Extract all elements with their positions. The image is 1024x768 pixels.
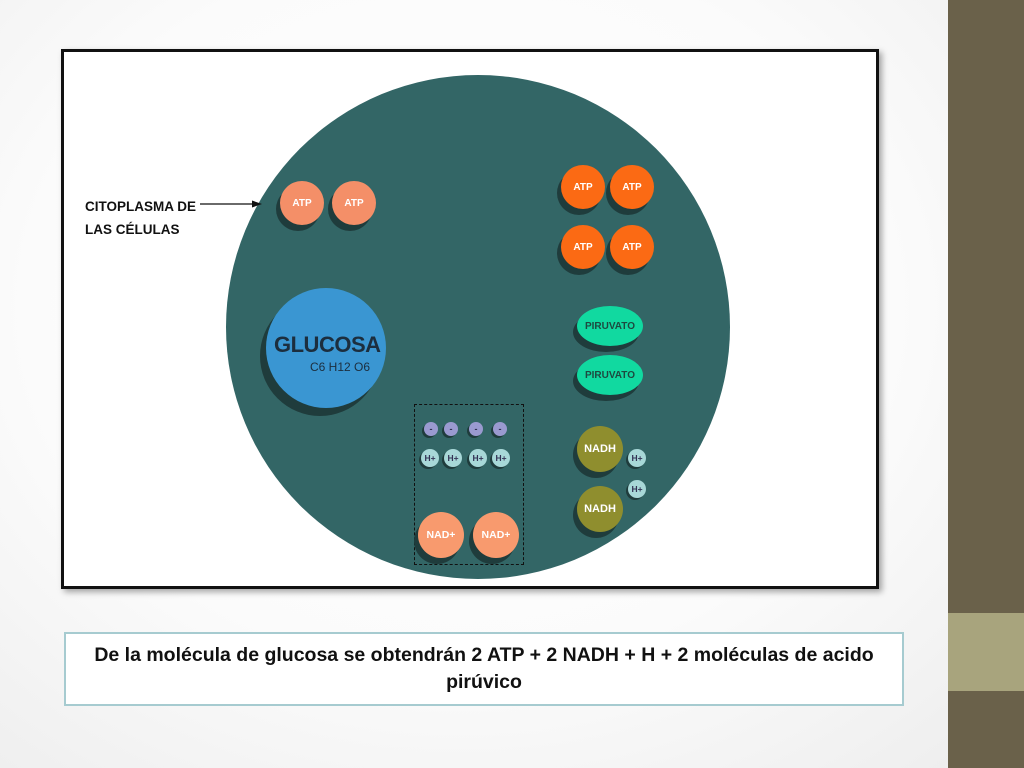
side-decoration-accent — [948, 613, 1024, 691]
cytoplasm-label-line1: CITOPLASMA DE — [85, 199, 197, 214]
hydrogen-ion: H+ — [492, 449, 510, 467]
caption-text: De la molécula de glucosa se obtendrán 2… — [94, 644, 874, 693]
hydrogen-ion: H+ — [628, 449, 646, 467]
glucosa-formula: C6 H12 O6 — [310, 360, 371, 374]
nadh-molecule: NADH — [577, 426, 623, 472]
atp-molecule: ATP — [610, 225, 654, 269]
nadh-molecule: NADH — [577, 486, 623, 532]
electron-particle: - — [493, 422, 507, 436]
hydrogen-ion: H+ — [421, 449, 439, 467]
reaction-box — [414, 404, 524, 565]
piruvato-molecule: PIRUVATO — [577, 355, 643, 395]
atp-molecule: ATP — [332, 181, 376, 225]
hydrogen-ion: H+ — [444, 449, 462, 467]
electron-particle: - — [424, 422, 438, 436]
electron-particle: - — [469, 422, 483, 436]
hydrogen-ion: H+ — [628, 480, 646, 498]
cytoplasm-label-line2: LAS CÉLULAS — [85, 222, 180, 237]
nad-plus-molecule: NAD+ — [418, 512, 464, 558]
glucosa-molecule: GLUCOSA C6 H12 O6 — [266, 288, 386, 408]
cytoplasm-label: CITOPLASMA DE LAS CÉLULAS — [85, 195, 205, 241]
atp-molecule: ATP — [280, 181, 324, 225]
atp-molecule: ATP — [610, 165, 654, 209]
arrow-icon — [200, 200, 262, 208]
atp-molecule: ATP — [561, 165, 605, 209]
atp-molecule: ATP — [561, 225, 605, 269]
nad-plus-molecule: NAD+ — [473, 512, 519, 558]
glucosa-name: GLUCOSA — [274, 332, 381, 357]
caption-box: De la molécula de glucosa se obtendrán 2… — [64, 632, 904, 706]
piruvato-molecule: PIRUVATO — [577, 306, 643, 346]
hydrogen-ion: H+ — [469, 449, 487, 467]
electron-particle: - — [444, 422, 458, 436]
